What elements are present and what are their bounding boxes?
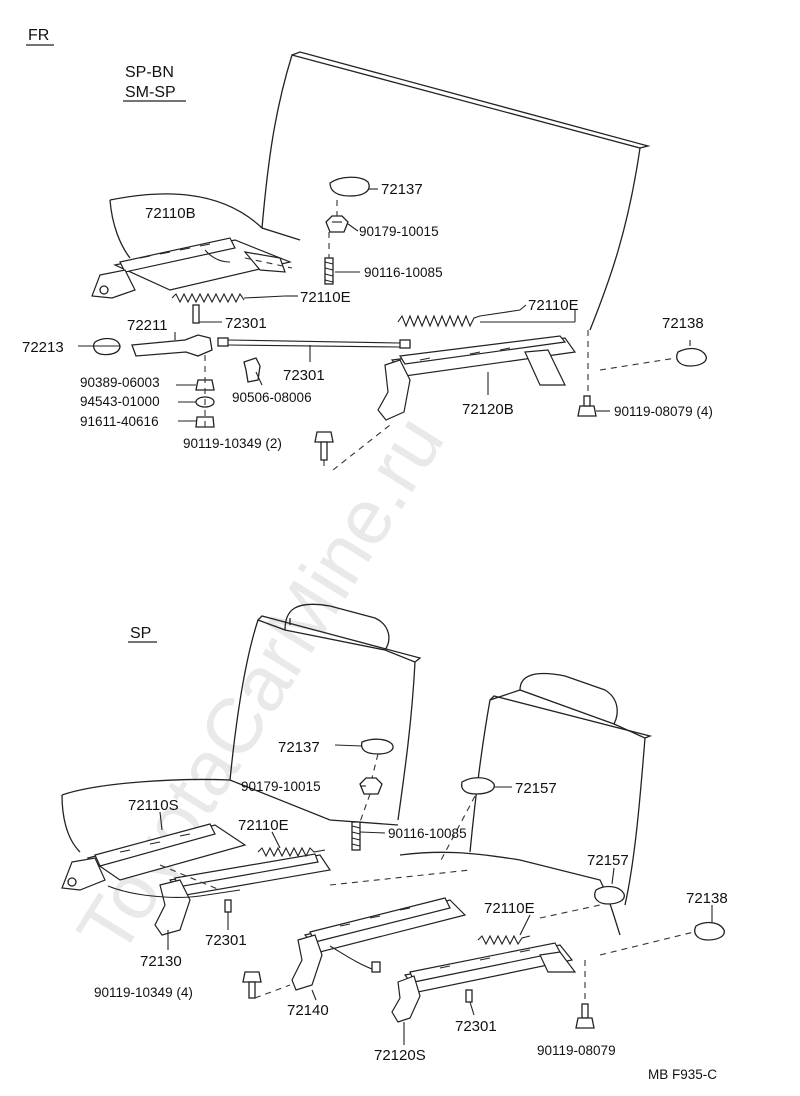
figure-code: MB F935-C: [648, 1067, 717, 1082]
label-91611: 91611-40616: [80, 414, 159, 429]
label-72137-bottom: 72137: [278, 739, 320, 756]
nut-90179-bottom: [359, 777, 383, 795]
label-72138-bottom: 72138: [686, 890, 728, 907]
pin-72301-bottom-b: [465, 989, 473, 1003]
variant-sp: SP: [130, 625, 151, 642]
label-72137-top: 72137: [381, 181, 423, 198]
label-72110b: 72110B: [145, 205, 196, 222]
label-90506: 90506-08006: [232, 390, 312, 405]
label-90179-top: 90179-10015: [359, 224, 439, 239]
spring-72110e-bottom-b: [477, 934, 531, 946]
label-90119-10349-top: 90119-10349 (2): [183, 436, 282, 451]
watermark: ToyotaCarMine.ru: [60, 400, 461, 969]
spring-72110e-bottom-a: [257, 846, 326, 858]
top-part-labels: 72137 90179-10015 72110B 90116-10085 721…: [22, 181, 713, 451]
label-72211: 72211: [127, 317, 168, 334]
label-72301-bottom-b: 72301: [455, 1018, 497, 1035]
label-90119-10349-bottom: 90119-10349 (4): [94, 985, 193, 1000]
label-72213: 72213: [22, 339, 64, 356]
label-90119-08079-top: 90119-08079 (4): [614, 404, 713, 419]
variant-sp-bn: SP-BN: [125, 64, 174, 81]
variant-sm-sp: SM-SP: [125, 84, 176, 101]
label-72110e-bottom-b: 72110E: [484, 900, 535, 917]
label-72140: 72140: [287, 1002, 329, 1019]
label-90119-08079-bottom: 90119-08079: [537, 1043, 616, 1058]
seat-track-72110s: [61, 823, 332, 936]
cable-72130: [107, 885, 241, 898]
label-72110e-bottom-a: 72110E: [238, 817, 289, 834]
spring-72110e-left: [171, 292, 286, 304]
top-leader-lines: [78, 188, 691, 471]
seat-track-72120b: [377, 335, 577, 421]
label-72110e-top-a: 72110E: [300, 289, 351, 306]
bench-seatback-outline: [109, 51, 651, 331]
pin-72301-lever: [192, 304, 200, 324]
cover-72157-b: [594, 885, 625, 905]
bolt-90119-10349-bottom: [242, 971, 262, 999]
bolt-90119-08079-bottom: [575, 1003, 595, 1029]
bottom-leader-lines: [159, 744, 713, 1045]
bottom-part-labels: 72137 90179-10015 72157 72110S 72110E 90…: [94, 739, 728, 1064]
rod-72301-top: [217, 337, 411, 349]
label-90116-bottom: 90116-10085: [388, 826, 467, 841]
nut-90389: [195, 379, 215, 391]
label-90179-bottom: 90179-10015: [241, 779, 321, 794]
label-72120b: 72120B: [462, 401, 514, 418]
label-72130: 72130: [140, 953, 182, 970]
cover-72137-top: [329, 176, 370, 197]
release-lever-72211: [131, 334, 213, 357]
label-72120s: 72120S: [374, 1047, 426, 1064]
direction-label-fr: FR: [28, 27, 49, 44]
nut-90179-top: [325, 215, 349, 233]
label-72301-bottom-a: 72301: [205, 932, 247, 949]
clip-90506: [243, 357, 261, 383]
cover-72137-bottom: [360, 738, 394, 755]
bolt-90119-08079-top: [577, 395, 597, 417]
label-72110s: 72110S: [128, 797, 179, 814]
seat-track-72110b: [91, 237, 292, 299]
label-72301-top-b: 72301: [283, 367, 325, 384]
cover-72157-a: [460, 777, 495, 795]
seat-track-72120s: [391, 942, 577, 1023]
label-72110e-top-b: 72110E: [528, 297, 579, 314]
label-72138-top: 72138: [662, 315, 704, 332]
cover-72138-bottom: [694, 921, 725, 941]
knob-72213: [93, 337, 121, 356]
label-72157-b: 72157: [587, 852, 629, 869]
seat-track-72140: [291, 897, 467, 991]
label-90116-top: 90116-10085: [364, 265, 443, 280]
stud-90116-top: [324, 257, 334, 285]
label-90389: 90389-06003: [80, 375, 160, 390]
label-72301-top-a: 72301: [225, 315, 267, 332]
cover-72138-top: [676, 347, 707, 367]
pin-72301-bottom-a: [224, 899, 232, 913]
stud-90116-bottom: [351, 821, 361, 851]
spring-72110e-right: [397, 309, 521, 328]
bolt-90119-10349-top: [314, 431, 334, 461]
label-94543: 94543-01000: [80, 394, 160, 409]
left-bucket-seat-outline: [61, 603, 422, 853]
label-72157-a: 72157: [515, 780, 557, 797]
